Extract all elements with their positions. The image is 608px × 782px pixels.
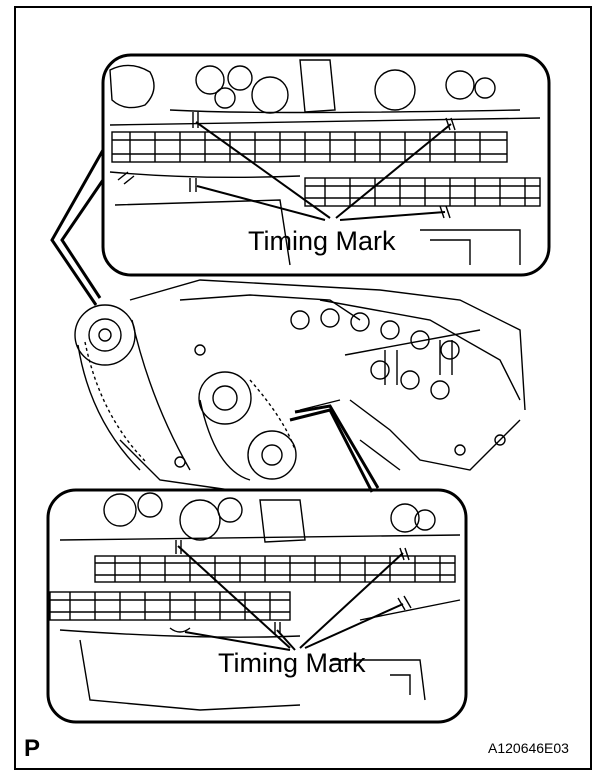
- bottom-callout-connector: [289, 404, 380, 493]
- corner-letter: P: [24, 735, 41, 762]
- top-timing-mark-label: Timing Mark: [248, 226, 396, 256]
- bottom-zoom-callout: [46, 488, 468, 724]
- top-zoom-callout: [101, 53, 551, 277]
- figure-code: A120646E03: [488, 740, 569, 756]
- bottom-timing-mark-label: Timing Mark: [218, 648, 366, 678]
- top-callout-connector: [50, 149, 105, 306]
- figure-frame: [14, 6, 592, 770]
- engine-body: [74, 279, 526, 491]
